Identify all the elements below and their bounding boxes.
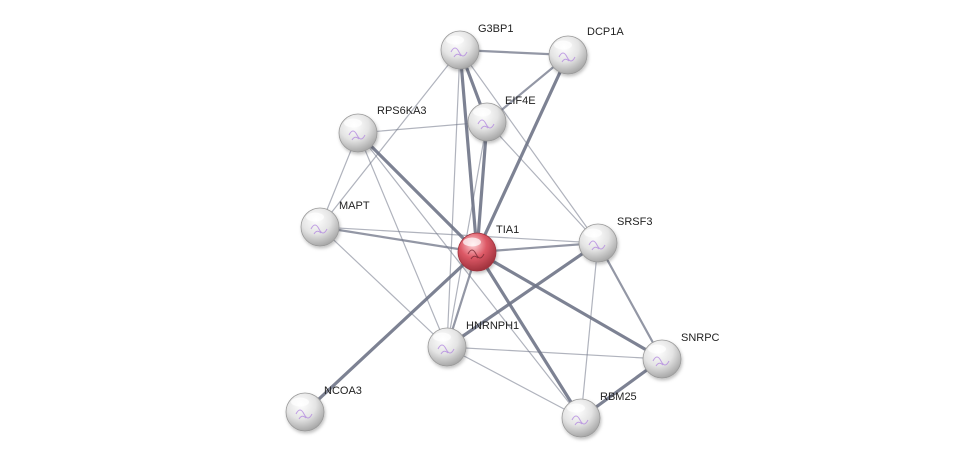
- edge-rps6ka3-rbm25: [357, 132, 582, 419]
- node-label-rbm25: RBM25: [600, 391, 637, 403]
- node-highlight: [306, 212, 324, 222]
- edge-eif4e-rps6ka3: [357, 121, 488, 134]
- node-highlight: [567, 403, 585, 413]
- node-highlight: [433, 332, 451, 342]
- edge-g3bp1-hnrnph1: [446, 49, 461, 348]
- node-highlight: [291, 397, 309, 407]
- protein-structure-icon: [295, 409, 313, 420]
- edge-tia1-eif4e: [475, 120, 489, 254]
- edge-tia1-rbm25: [475, 250, 583, 420]
- node-label-rps6ka3: RPS6KA3: [377, 105, 427, 117]
- edge-srsf3-snrpc: [596, 241, 664, 361]
- edge-eif4e-hnrnph1: [446, 121, 488, 348]
- node-highlight: [473, 107, 491, 117]
- node-rps6ka3[interactable]: RPS6KA3: [338, 105, 427, 153]
- protein-structure-icon: [437, 344, 455, 355]
- node-label-snrpc: SNRPC: [681, 332, 720, 344]
- protein-structure-icon: [310, 224, 328, 235]
- edge-hnrnph1-rbm25: [446, 346, 582, 419]
- protein-structure-icon: [477, 119, 495, 130]
- node-tia1[interactable]: TIA1: [457, 224, 519, 272]
- edge-tia1-snrpc: [475, 250, 664, 361]
- edge-srsf3-rbm25: [580, 242, 599, 419]
- edge-tia1-ncoa3: [303, 250, 479, 414]
- node-hnrnph1[interactable]: HNRNPH1: [427, 320, 519, 367]
- node-snrpc[interactable]: SNRPC: [642, 332, 720, 379]
- edge-mapt-hnrnph1: [319, 226, 448, 348]
- node-rbm25[interactable]: RBM25: [561, 391, 637, 438]
- node-srsf3[interactable]: SRSF3: [578, 216, 652, 263]
- node-label-eif4e: EIF4E: [505, 95, 536, 107]
- protein-structure-icon: [558, 52, 576, 63]
- node-ncoa3[interactable]: NCOA3: [285, 385, 362, 432]
- edge-rps6ka3-hnrnph1: [357, 132, 448, 348]
- node-label-tia1: TIA1: [496, 224, 519, 236]
- protein-structure-icon: [588, 240, 606, 251]
- node-highlight: [584, 228, 602, 238]
- node-label-g3bp1: G3BP1: [478, 23, 513, 35]
- edge-eif4e-srsf3: [486, 121, 599, 244]
- edge-srsf3-hnrnph1: [445, 241, 600, 349]
- edge-g3bp1-srsf3: [459, 49, 599, 244]
- edge-tia1-dcp1a: [475, 53, 570, 254]
- edge-tia1-g3bp1: [458, 48, 479, 254]
- protein-structure-icon: [652, 356, 670, 367]
- protein-structure-icon: [348, 130, 366, 141]
- node-highlight: [344, 118, 362, 128]
- edge-tia1-rps6ka3: [356, 131, 479, 254]
- edge-hnrnph1-snrpc: [446, 346, 663, 360]
- node-mapt[interactable]: MAPT: [300, 200, 370, 247]
- node-highlight: [648, 344, 666, 354]
- node-highlight: [554, 40, 572, 50]
- node-g3bp1[interactable]: G3BP1: [440, 23, 513, 70]
- edge-g3bp1-mapt: [319, 49, 461, 228]
- node-label-dcp1a: DCP1A: [587, 26, 624, 38]
- node-label-mapt: MAPT: [339, 200, 370, 212]
- node-label-hnrnph1: HNRNPH1: [466, 320, 519, 332]
- node-eif4e[interactable]: EIF4E: [467, 95, 536, 142]
- protein-structure-icon: [571, 415, 589, 426]
- edge-tia1-srsf3: [475, 241, 600, 254]
- protein-structure-icon: [467, 249, 485, 260]
- edge-mapt-srsf3: [319, 226, 599, 244]
- node-highlight: [446, 35, 464, 45]
- node-label-srsf3: SRSF3: [617, 216, 652, 228]
- node-highlight: [463, 237, 481, 247]
- node-dcp1a[interactable]: DCP1A: [548, 26, 624, 75]
- node-label-ncoa3: NCOA3: [324, 385, 362, 397]
- protein-structure-icon: [450, 47, 468, 58]
